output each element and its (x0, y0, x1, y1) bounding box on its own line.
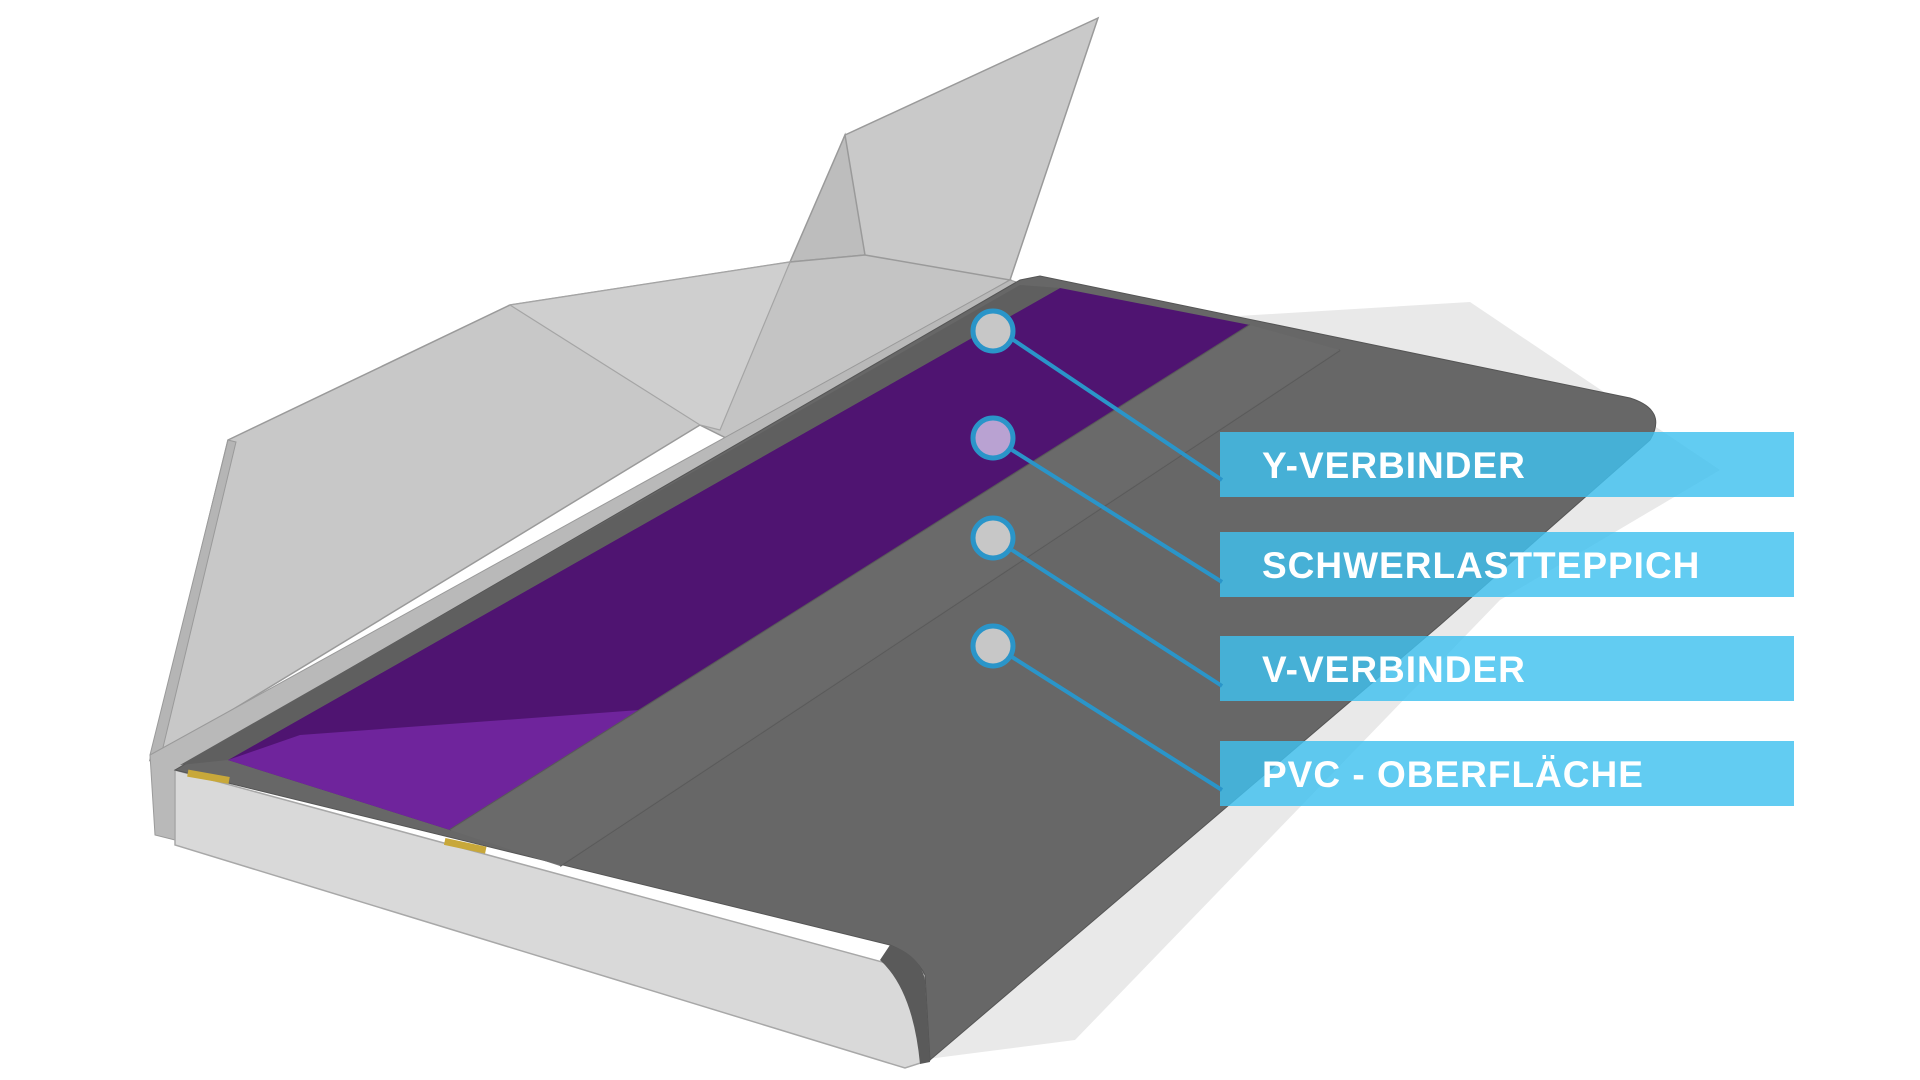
leader-line-pvc-oberflaeche (1010, 655, 1224, 792)
back-wall-left-panel (508, 261, 791, 431)
connector-detail-left (187, 769, 230, 784)
carpet-band-lit (228, 710, 640, 830)
label-box-pvc-oberflaeche (1220, 741, 1794, 806)
label-box-v-verbinder (1220, 636, 1794, 701)
marker-pvc-oberflaeche (970, 623, 1016, 669)
leader-line-y-verbinder (1010, 337, 1224, 482)
connector-detail-right (443, 838, 487, 854)
label-box-schwerlastteppich (1220, 532, 1794, 597)
label-v-verbinder: V-VERBINDER (1262, 649, 1526, 690)
leader-line-v-verbinder (1010, 548, 1224, 688)
marker-y-verbinder (970, 308, 1016, 354)
leader-line-schwerlastteppich (1010, 448, 1224, 584)
marker-v-verbinder (970, 515, 1016, 561)
label-pvc-oberflaeche: PVC - OBERFLÄCHE (1262, 754, 1644, 795)
pvc-floor-nose (880, 945, 930, 1064)
label-y-verbinder: Y-VERBINDER (1262, 445, 1526, 486)
left-floor-strip (180, 285, 1060, 765)
label-schwerlastteppich: SCHWERLASTTEPPICH (1262, 545, 1700, 586)
label-box-y-verbinder (1220, 432, 1794, 497)
floor-overlap-shade (450, 325, 1340, 866)
slab-front-side (174, 769, 931, 1069)
marker-schwerlastteppich (970, 415, 1016, 461)
